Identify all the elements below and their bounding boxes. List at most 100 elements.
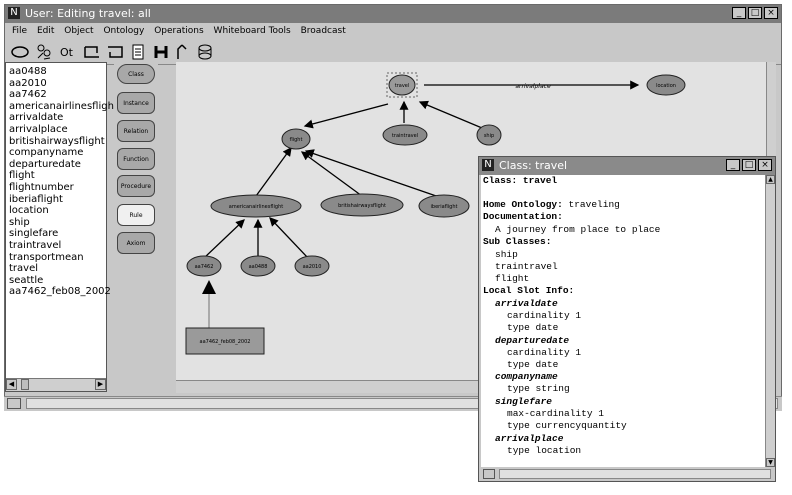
slot-detail: type string <box>507 383 570 394</box>
list-item[interactable]: seattle <box>9 274 44 286</box>
list-item[interactable]: departuredate <box>9 158 81 170</box>
slot-detail: type date <box>507 359 559 370</box>
list-item[interactable]: americanairlinesflight <box>9 100 118 112</box>
edge-aa-flight <box>255 146 292 197</box>
maximize-button[interactable]: □ <box>742 159 756 171</box>
scroll-thumb[interactable] <box>21 379 29 390</box>
menu-ontology[interactable]: Ontology <box>103 26 145 36</box>
maximize-button[interactable]: □ <box>748 7 762 19</box>
node-traintravel[interactable] <box>382 124 428 146</box>
palette-instance[interactable]: Instance <box>117 92 155 114</box>
node-travel[interactable] <box>388 74 416 96</box>
main-titlebar[interactable]: N User: Editing travel: all _ □ × <box>5 5 781 23</box>
h-icon[interactable] <box>151 43 171 61</box>
scroll-left-icon[interactable]: ◀ <box>6 379 17 390</box>
close-button[interactable]: × <box>758 159 772 171</box>
status-field <box>26 398 778 409</box>
menu-operations[interactable]: Operations <box>154 26 204 36</box>
svg-text:Ot: Ot <box>60 46 74 59</box>
node-instance-aa7462-feb08[interactable] <box>185 327 265 355</box>
slot-name: arrivaldate <box>495 298 558 309</box>
list-item[interactable]: britishairwaysflight <box>9 135 105 147</box>
list-item[interactable]: transportmean <box>9 251 84 263</box>
palette-procedure[interactable]: Procedure <box>117 175 155 197</box>
node-label-location: location <box>656 83 676 89</box>
palette-axiom[interactable]: Axiom <box>117 232 155 254</box>
people-icon[interactable] <box>34 43 54 61</box>
node-americanairlinesflight[interactable] <box>210 194 302 218</box>
scroll-right-icon[interactable]: ▶ <box>95 379 106 390</box>
list-item[interactable]: flight <box>9 170 35 182</box>
edge-ship-travel <box>418 100 483 129</box>
list-item[interactable]: location <box>9 205 49 217</box>
slot-detail: cardinality 1 <box>507 347 582 358</box>
palette-rule[interactable]: Rule <box>117 204 155 226</box>
node-label-aa0488: aa0488 <box>249 264 268 270</box>
node-flight[interactable] <box>281 128 311 150</box>
list-item[interactable]: traintravel <box>9 239 62 251</box>
palette-class[interactable]: Class <box>117 64 155 84</box>
list-item[interactable]: travel <box>9 263 39 275</box>
export-icon[interactable] <box>105 43 125 61</box>
list-item[interactable]: iberiaflight <box>9 193 63 205</box>
list-item[interactable]: singlefare <box>9 228 59 240</box>
node-ship[interactable] <box>476 124 502 146</box>
menu-broadcast[interactable]: Broadcast <box>300 26 346 36</box>
list-item[interactable]: arrivalplace <box>9 123 68 135</box>
minimize-button[interactable]: _ <box>732 7 746 19</box>
node-aa2010[interactable] <box>294 255 330 277</box>
list-item[interactable]: flightnumber <box>9 181 74 193</box>
list-item[interactable]: aa0488 <box>9 66 47 77</box>
list-item[interactable]: ship <box>9 216 30 228</box>
menu-object[interactable]: Object <box>64 26 94 36</box>
node-label-aa2010: aa2010 <box>303 264 322 270</box>
database-icon[interactable] <box>195 43 215 61</box>
node-label-instance: aa7462_feb08_2002 <box>200 339 251 345</box>
list-item[interactable]: companyname <box>9 147 84 159</box>
menu-file[interactable]: File <box>12 26 28 36</box>
minimize-button[interactable]: _ <box>726 159 740 171</box>
scroll-down-icon[interactable]: ▼ <box>766 458 775 467</box>
list-item[interactable]: aa7462_feb08_2002 <box>9 286 111 298</box>
document-icon[interactable] <box>128 43 148 61</box>
node-britishairwaysflight[interactable] <box>320 193 404 217</box>
menu-whiteboard-tools[interactable]: Whiteboard Tools <box>213 26 291 36</box>
menu-edit[interactable]: Edit <box>36 26 55 36</box>
subclass-item: traintravel <box>495 261 558 272</box>
edge-flight-travel <box>303 103 389 129</box>
draw-icon[interactable] <box>173 43 193 61</box>
node-label-ship: ship <box>484 133 494 139</box>
node-label-iberiaflight: iberiaflight <box>431 204 458 210</box>
slot-name: singlefare <box>495 396 553 407</box>
import-icon[interactable] <box>82 43 102 61</box>
node-aa7462[interactable] <box>186 255 222 277</box>
toolbar: Ot <box>5 40 781 65</box>
ontology-graph: arrivalplace travel location flight trai… <box>185 72 686 355</box>
list-item[interactable]: arrivaldate <box>9 112 64 124</box>
close-button[interactable]: × <box>764 7 778 19</box>
node-location[interactable] <box>646 74 686 96</box>
ontology-icon[interactable]: Ot <box>58 43 78 61</box>
popup-titlebar[interactable]: N Class: travel _ □ × <box>479 157 775 175</box>
node-label-travel: travel <box>395 83 410 89</box>
palette-function[interactable]: Function <box>117 148 155 170</box>
popup-vertical-scrollbar[interactable]: ▲ ▼ <box>765 175 775 467</box>
ellipse-icon[interactable] <box>10 43 30 61</box>
list-item[interactable]: aa7462 <box>9 89 47 101</box>
slot-detail: cardinality 1 <box>507 310 582 321</box>
node-iberiaflight[interactable] <box>418 194 470 218</box>
list-horizontal-scrollbar[interactable]: ◀ ▶ <box>6 378 106 391</box>
edge-iberia-flight <box>304 149 443 199</box>
subclasses-label: Sub Classes: <box>483 236 552 247</box>
node-aa0488[interactable] <box>240 255 276 277</box>
documentation-label: Documentation: <box>483 211 563 222</box>
edge-aa2010-aa <box>269 217 309 259</box>
node-label-aa7462: aa7462 <box>195 264 214 270</box>
subclass-item: flight <box>495 273 530 284</box>
slot-name: departuredate <box>495 335 570 346</box>
slot-name: companyname <box>495 371 558 382</box>
window-title: User: Editing travel: all <box>25 7 151 20</box>
list-item[interactable]: aa2010 <box>9 77 47 89</box>
scroll-up-icon[interactable]: ▲ <box>766 175 775 184</box>
palette-relation[interactable]: Relation <box>117 120 155 142</box>
